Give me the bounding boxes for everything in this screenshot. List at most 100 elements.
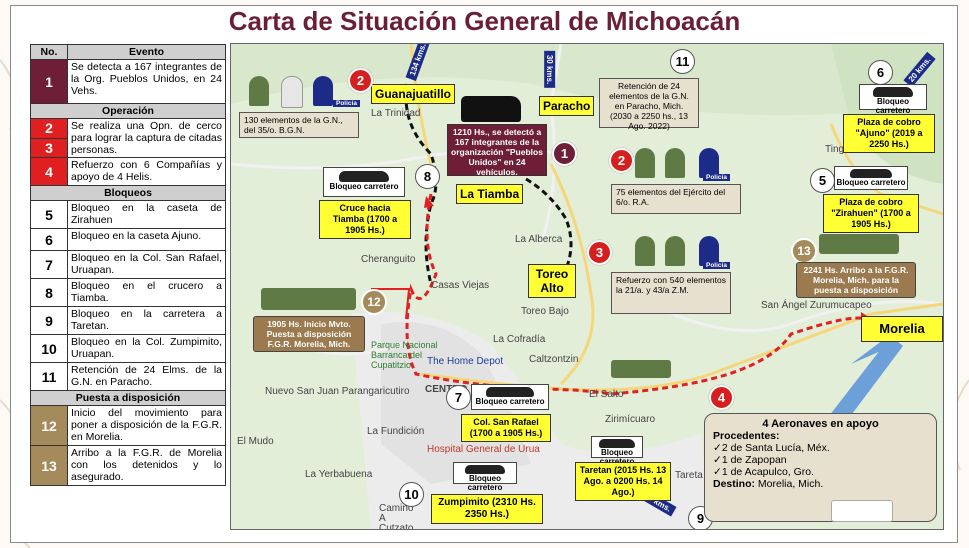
table-row: 6 Bloqueo en la caseta Ajuno. (30, 228, 226, 251)
place-cheranguito: Cheranguito (361, 254, 416, 265)
table-row: 7 Bloqueo en la Col. San Rafael, Uruapan… (30, 250, 226, 279)
pickup-truck-icon (461, 96, 521, 122)
marker-3[interactable]: 3 (587, 240, 612, 265)
section-row: Operación (30, 103, 226, 119)
col-no: No. (30, 44, 68, 60)
car-icon (339, 171, 389, 182)
place-hospital: Hospital General de Urua (427, 444, 540, 455)
row-number: 10 (30, 334, 68, 363)
military-truck-icon (819, 234, 899, 254)
policia-tag: Policía (703, 174, 730, 181)
place-centro: CENTRO (425, 384, 468, 395)
aircraft-support-box: 4 Aeronaves en apoyo Procedentes: ✓2 de … (704, 413, 937, 522)
distance-30: 30 kms. (544, 50, 556, 89)
place-toreo-bajo: Toreo Bajo (521, 306, 569, 317)
row-number: 2 (30, 118, 68, 139)
aircraft-destination: Destino: Morelia, Mich. (713, 478, 824, 490)
row-text: Bloqueo en el crucero a Tiamba. (67, 278, 226, 307)
label-toreo-alto: Toreo Alto (528, 264, 576, 298)
row-text: Retención de 24 Elms. de la G.N. en Para… (67, 362, 226, 391)
table-row: 9 Bloqueo en la carretera a Taretan. (30, 306, 226, 335)
aircraft-item: ✓1 de Acapulco, Gro. (713, 466, 815, 478)
row-text: Inicio del movimiento para poner a dispo… (67, 405, 226, 446)
callout-1: 1210 Hs., se detectó a 167 integrantes d… (447, 124, 547, 177)
table-row: 5 Bloqueo en la caseta de Zirahuen (30, 200, 226, 229)
place-la-fundicion: La Fundición (367, 426, 425, 437)
row-number: 1 (30, 59, 68, 104)
place-la-yerbabuena: La Yerbabuena (305, 469, 373, 480)
row-text: Arribo a la F.G.R. de Morelia con los de… (67, 445, 226, 486)
marker-1[interactable]: 1 (552, 141, 577, 166)
marker-5[interactable]: 5 (810, 168, 835, 193)
blockade-caption: Bloqueo carretero (600, 448, 635, 466)
place-el-mudo: El Mudo (237, 436, 274, 447)
section-bloqueos: Bloqueos (30, 185, 226, 201)
table-row: 4 Refuerzo con 6 Compañías y apoyo de 4 … (30, 157, 226, 186)
label-la-tiamba: La Tiamba (456, 184, 524, 204)
section-row: Puesta a disposición (30, 390, 226, 406)
place-san-angel: San Ángel Zurumucapeo (761, 300, 872, 311)
aircraft-item: ✓1 de Zapopan (713, 454, 787, 466)
label-guanajuatillo: Guanajuatillo (371, 84, 456, 104)
car-icon (599, 439, 635, 448)
marker-7[interactable]: 7 (446, 385, 471, 410)
marker-2[interactable]: 2 (348, 68, 373, 93)
row-text: Bloqueo en la Col. San Rafael, Uruapan. (67, 250, 226, 279)
row-number: 9 (30, 306, 68, 335)
place-zirimicuaro: Zirimícuaro (605, 414, 656, 425)
callout-11: Retención de 24 elementos de la G.N. en … (599, 78, 699, 131)
place-nuevo-san-juan: Nuevo San Juan Parangaricutiro (265, 386, 410, 397)
row-number: 3 (30, 137, 68, 158)
marker-8[interactable]: 8 (415, 164, 440, 189)
marker-2b[interactable]: 2 (609, 148, 634, 173)
situation-map[interactable]: Cheranguito Casas Viejas Toreo Bajo La C… (230, 43, 944, 530)
marker-6[interactable]: 6 (868, 60, 893, 85)
blockade-card-6: Bloqueo carretero (859, 84, 927, 115)
policia-tag: Policía (333, 100, 360, 107)
car-icon (465, 465, 505, 474)
soldiers-group: Policía (611, 148, 741, 181)
marker-12[interactable]: 12 (361, 289, 387, 315)
marker-4[interactable]: 4 (709, 385, 734, 410)
callout-2a: 130 elementos de la G.N., del 35/o. B.G.… (239, 112, 359, 138)
callout-2b: 75 elementos del Ejército del 6/o. R.A. (611, 184, 741, 214)
label-morelia: Morelia (861, 316, 943, 342)
section-row: Bloqueos (30, 185, 226, 201)
label-paracho: Paracho (539, 96, 595, 116)
blockade-card-10: Bloqueo carretero (453, 462, 517, 492)
car-icon (486, 387, 534, 397)
blockade-caption: Bloqueo carretero (836, 178, 906, 187)
row-number: 6 (30, 228, 68, 251)
row-number: 4 (30, 157, 68, 186)
blockade-card-9: Bloqueo carretero (591, 436, 643, 466)
row-number: 8 (30, 278, 68, 307)
table-row: 1 Se detecta a 167 integrantes de la Org… (30, 59, 226, 104)
place-taretan: Tareta (675, 470, 703, 481)
aircraft-title: 4 Aeronaves en apoyo (762, 418, 879, 430)
row-number: 13 (30, 445, 68, 486)
blockade-8: Cruce hacia Tiamba (1700 a 1905 Hs.) (319, 200, 411, 239)
soldiers-group: Policía (611, 236, 741, 269)
blockade-9: Taretan (2015 Hs. 13 Ago. a 0200 Hs. 14 … (575, 462, 671, 501)
marker-11[interactable]: 11 (670, 49, 695, 74)
table-row: 3 (30, 137, 226, 158)
blockade-card-7: Bloqueo carretero (471, 384, 549, 410)
place-el-salto: El Salto (589, 389, 624, 400)
marker-13[interactable]: 13 (791, 238, 817, 264)
map-layers-button[interactable] (831, 500, 893, 522)
blockade-7: Col. San Rafael (1700 a 1905 Hs.) (461, 414, 551, 442)
marker-10[interactable]: 10 (399, 482, 424, 507)
row-text: Bloqueo en la caseta de Zirahuen (67, 200, 226, 229)
row-text: Bloqueo en la carretera a Taretan. (67, 306, 226, 335)
table-row: 12 Inicio del movimiento para poner a di… (30, 405, 226, 446)
row-number: 12 (30, 405, 68, 446)
place-la-cofradia: La Cofradía (493, 334, 546, 345)
car-icon (850, 169, 892, 178)
table-row: 2 Se realiza una Opn. de cerco para logr… (30, 118, 226, 158)
blockade-5: Plaza de cobro "Zirahuen" (1700 a 1905 H… (823, 194, 919, 233)
events-table: No. Evento 1 Se detecta a 167 integrante… (30, 44, 226, 486)
place-home-depot: The Home Depot (427, 356, 504, 367)
blockade-caption: Bloqueo carretero (475, 397, 545, 406)
row-text: Se realiza una Opn. de cerco para lograr… (67, 118, 226, 158)
place-la-alberca: La Alberca (515, 234, 563, 245)
